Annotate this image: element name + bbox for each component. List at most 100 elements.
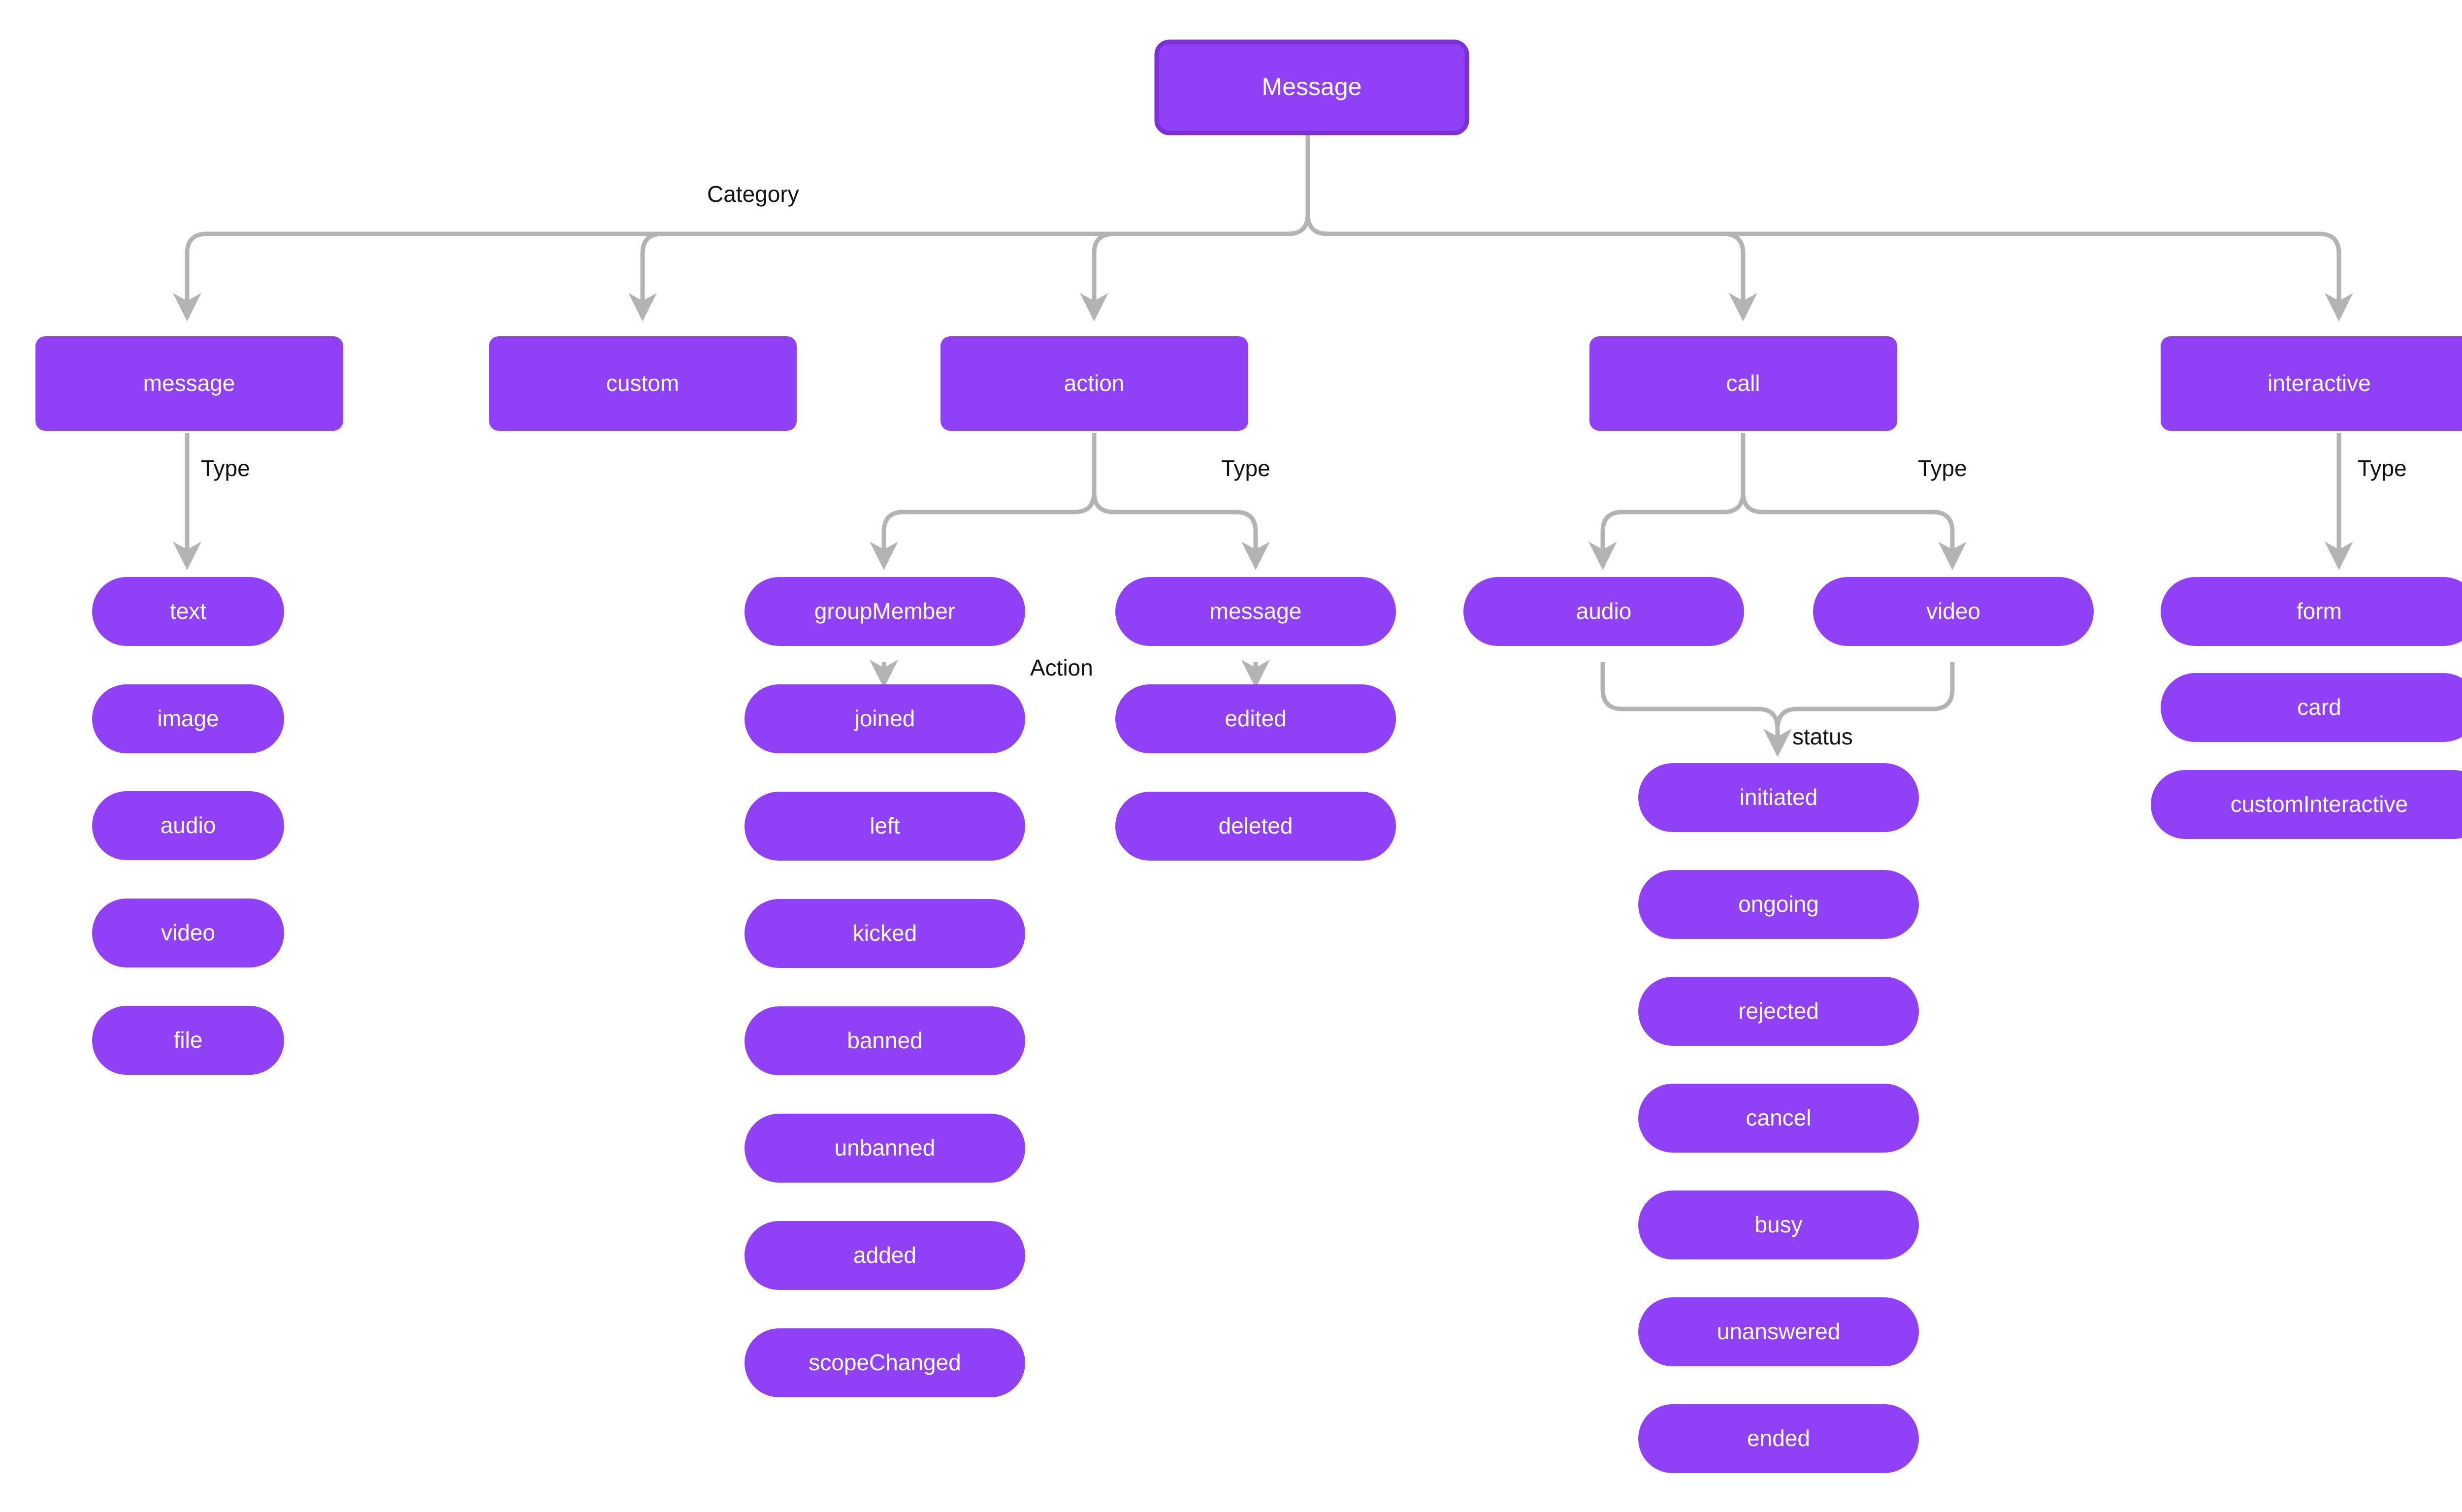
list-item-gm-scopechanged[interactable]: scopeChanged xyxy=(745,1328,1025,1397)
node-msg-audio-label: audio xyxy=(161,812,216,838)
list-item-gm-added[interactable]: added xyxy=(745,1221,1025,1290)
node-interactive-label: interactive xyxy=(2268,370,2371,396)
status-badge-ongoing[interactable]: ongoing xyxy=(1638,870,1919,939)
list-item-message-type-image[interactable]: image xyxy=(92,684,284,753)
status-badge-initiated[interactable]: initiated xyxy=(1638,763,1919,832)
status-badge-rejected[interactable]: rejected xyxy=(1638,977,1919,1046)
status-badge-unanswered[interactable]: unanswered xyxy=(1638,1297,1919,1366)
status-badge-busy[interactable]: busy xyxy=(1638,1190,1919,1259)
node-text-label: text xyxy=(170,598,206,624)
node-msg-video-shape xyxy=(92,899,284,967)
node-groupmember-shape xyxy=(745,577,1025,646)
node-left-shape xyxy=(745,792,1025,861)
node-root-message[interactable]: Message xyxy=(1154,39,1469,135)
node-kicked-label: kicked xyxy=(853,920,917,946)
list-item-call-type-video[interactable]: video xyxy=(1813,577,2094,646)
node-action-message-label: message xyxy=(1210,598,1302,624)
node-msg-video-label: video xyxy=(161,920,215,945)
edge-bus-to-message xyxy=(173,231,1288,322)
node-ongoing-label: ongoing xyxy=(1738,891,1819,917)
edge-root-stem xyxy=(1288,133,1310,236)
node-card-shape xyxy=(2161,673,2462,742)
node-added-label: added xyxy=(853,1242,916,1268)
list-item-message-type-audio[interactable]: audio xyxy=(92,791,284,860)
list-item-interactive-form[interactable]: form xyxy=(2161,577,2462,646)
list-item-gm-banned[interactable]: banned xyxy=(745,1006,1025,1075)
node-rejected-shape xyxy=(1638,977,1919,1046)
list-item-interactive-custominteractive[interactable]: customInteractive xyxy=(2151,770,2462,839)
edge-call-stem xyxy=(1723,433,1746,515)
list-item-message-type-text[interactable]: text xyxy=(92,577,284,646)
node-call-label: call xyxy=(1726,370,1760,396)
edge-label-action: Action xyxy=(1030,655,1093,680)
node-message-shape xyxy=(35,336,343,431)
edge-label-status: status xyxy=(1792,724,1853,749)
node-cancel-shape xyxy=(1638,1084,1919,1153)
node-msg-audio-shape xyxy=(92,791,284,860)
edge-call-stem-right xyxy=(1741,492,1763,515)
sidebar-item-call[interactable]: call xyxy=(1589,336,1897,431)
node-unanswered-label: unanswered xyxy=(1717,1319,1841,1344)
sidebar-item-custom[interactable]: custom xyxy=(489,336,797,431)
edge-label-layer: Category Type Type Type Type Action stat… xyxy=(201,181,2407,749)
node-custom-shape xyxy=(489,336,797,431)
node-scopechanged-label: scopeChanged xyxy=(809,1350,961,1375)
node-image-shape xyxy=(92,684,284,753)
node-call-video-label: video xyxy=(1926,598,1980,624)
edge-bus-to-interactive xyxy=(1328,231,2353,322)
node-form-shape xyxy=(2161,577,2462,646)
edge-audio-to-status xyxy=(1600,662,1780,729)
node-deleted-label: deleted xyxy=(1219,813,1293,838)
edge-call-to-audio xyxy=(1588,510,1723,570)
list-item-msgaction-edited[interactable]: edited xyxy=(1115,684,1396,753)
edge-label-type-call: Type xyxy=(1918,455,1967,481)
node-ongoing-shape xyxy=(1638,870,1919,939)
node-image-label: image xyxy=(157,706,219,731)
sidebar-item-message[interactable]: message xyxy=(35,336,343,431)
node-banned-label: banned xyxy=(847,1028,923,1053)
status-badge-ended[interactable]: ended xyxy=(1638,1404,1919,1473)
node-busy-shape xyxy=(1638,1190,1919,1259)
list-item-msgaction-deleted[interactable]: deleted xyxy=(1115,792,1396,861)
node-groupmember-label: groupMember xyxy=(814,598,955,624)
edge-root-stem-right xyxy=(1305,214,1328,236)
list-item-gm-unbanned[interactable]: unbanned xyxy=(745,1114,1025,1183)
node-added-shape xyxy=(745,1221,1025,1290)
node-call-video-shape xyxy=(1813,577,2094,646)
node-kicked-shape xyxy=(745,899,1025,968)
edge-bus-to-call xyxy=(1328,231,1757,322)
node-joined-shape xyxy=(745,684,1025,753)
list-item-action-type-message[interactable]: message xyxy=(1115,577,1396,646)
edge-action-stem-right xyxy=(1092,492,1114,515)
list-item-action-type-groupmember[interactable]: groupMember xyxy=(745,577,1025,646)
node-initiated-label: initiated xyxy=(1740,784,1818,810)
node-scopechanged-shape xyxy=(745,1328,1025,1397)
edge-action-to-messagetype xyxy=(1114,510,1270,570)
node-unbanned-label: unbanned xyxy=(835,1135,936,1160)
edge-label-type-message: Type xyxy=(201,455,250,481)
node-custominteractive-shape xyxy=(2151,770,2462,839)
edge-video-to-status xyxy=(1775,662,1955,729)
node-edited-label: edited xyxy=(1225,706,1286,731)
list-item-gm-joined[interactable]: joined xyxy=(745,684,1025,753)
edge-label-type-action: Type xyxy=(1221,455,1270,481)
list-item-message-type-video[interactable]: video xyxy=(92,899,284,967)
status-badge-cancel[interactable]: cancel xyxy=(1638,1084,1919,1153)
edge-bus-to-action xyxy=(1080,231,1288,322)
sidebar-item-action[interactable]: action xyxy=(940,336,1248,431)
node-action-shape xyxy=(940,336,1248,431)
list-item-interactive-card[interactable]: card xyxy=(2161,673,2462,742)
node-interactive-shape xyxy=(2161,336,2462,431)
edge-action-to-groupmember xyxy=(870,510,1074,570)
list-item-call-type-audio[interactable]: audio xyxy=(1463,577,1744,646)
list-item-gm-left[interactable]: left xyxy=(745,792,1025,861)
list-item-message-type-file[interactable]: file xyxy=(92,1006,284,1075)
node-root-shape xyxy=(1154,39,1469,135)
node-busy-label: busy xyxy=(1754,1212,1802,1237)
node-file-shape xyxy=(92,1006,284,1075)
list-item-gm-kicked[interactable]: kicked xyxy=(745,899,1025,968)
node-left-label: left xyxy=(870,813,900,838)
node-call-audio-label: audio xyxy=(1576,598,1632,624)
sidebar-item-interactive[interactable]: interactive xyxy=(2161,336,2462,431)
